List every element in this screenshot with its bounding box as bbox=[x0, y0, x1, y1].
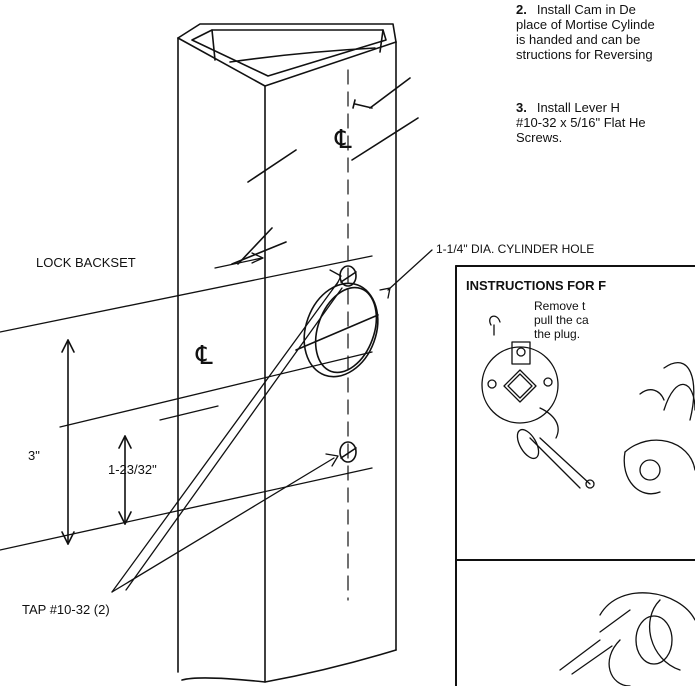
tap-label: TAP #10-32 (2) bbox=[22, 602, 110, 617]
inset-note-line-1: Remove t bbox=[534, 299, 586, 313]
step-2-line-2: place of Mortise Cylinde bbox=[516, 17, 655, 32]
cam-illustration bbox=[481, 315, 695, 495]
cylinder-hole-label: 1-1/4" DIA. CYLINDER HOLE bbox=[436, 242, 594, 256]
cylinder-hole bbox=[295, 282, 379, 378]
tap-leaders bbox=[111, 269, 343, 593]
door-stile bbox=[177, 23, 397, 683]
inset-note-line-2: pull the ca bbox=[534, 313, 589, 327]
step-3: 3. Install Lever H #10-32 x 5/16" Flat He… bbox=[516, 100, 695, 145]
lock-backset-leader bbox=[214, 257, 263, 269]
step-3-line-3: Screws. bbox=[516, 130, 563, 145]
step-2-line-4: structions for Reversing bbox=[516, 47, 653, 62]
centerline-symbol-middle: ℄ bbox=[195, 340, 213, 370]
dimension-1-23-32-label: 1-23/32" bbox=[108, 462, 157, 477]
cylinder-hole-leader bbox=[387, 249, 433, 291]
step-3-line-2: #10-32 x 5/16" Flat He bbox=[516, 115, 646, 130]
lower-inset-illustration bbox=[559, 592, 695, 686]
lock-backset-label: LOCK BACKSET bbox=[36, 255, 136, 270]
centerline-symbol-top: ℄ bbox=[334, 124, 352, 154]
step-3-line-1: Install Lever H bbox=[536, 100, 620, 115]
tap-holes bbox=[339, 265, 357, 463]
inset-note-line-3: the plug. bbox=[534, 327, 580, 341]
backset-dimension bbox=[231, 77, 419, 265]
dimension-3-inch-label: 3" bbox=[28, 448, 40, 463]
step-2-number: 2. bbox=[516, 2, 527, 17]
extension-lines bbox=[0, 255, 373, 551]
step-3-number: 3. bbox=[516, 100, 527, 115]
dimension-1-23-32 bbox=[118, 435, 132, 525]
step-2: 2. Install Cam in De place of Mortise Cyl… bbox=[516, 2, 695, 62]
inset-title: INSTRUCTIONS FOR F bbox=[466, 278, 606, 293]
step-2-line-3: is handed and can be bbox=[516, 32, 641, 47]
inset-box bbox=[455, 265, 695, 686]
step-2-line-1: Install Cam in De bbox=[536, 2, 636, 17]
dimension-3-inch bbox=[61, 339, 75, 545]
